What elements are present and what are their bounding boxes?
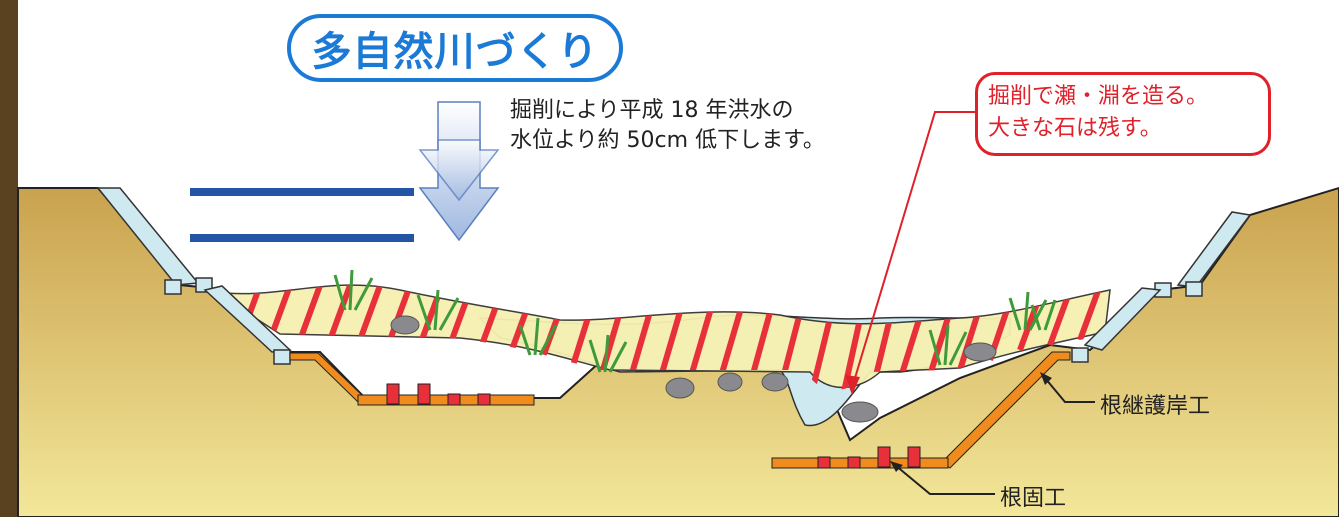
flood-level-line-upper: [190, 188, 414, 196]
right-revetment: [1071, 211, 1252, 363]
toe-protection-arrowhead: [890, 461, 903, 472]
grass-tufts: [333, 269, 1057, 373]
left-toe-structure: [289, 352, 535, 406]
label-neji-revetment: 根継護岸工: [1100, 394, 1211, 419]
excavation-note-line2: 水位より約 50cm 低下します。: [510, 128, 825, 153]
label-toe-protection: 根固工: [1000, 486, 1067, 511]
excavation-layer: [214, 284, 1111, 389]
neji-revetment-arrowhead: [1040, 372, 1052, 385]
flood-level-line-lower: [190, 234, 414, 242]
callout-arrowhead: [845, 375, 860, 395]
excavation-note: 掘削により平成 18 年洪水の 水位より約 50cm 低下します。: [510, 96, 930, 156]
excavation-note-line1: 掘削により平成 18 年洪水の: [510, 98, 794, 123]
excavation-callout: 掘削で瀬・淵を造る。 大きな石は残す。: [975, 72, 1271, 156]
callout-line1: 掘削で瀬・淵を造る。: [988, 84, 1209, 109]
neji-revetment-leader: [1044, 377, 1095, 403]
right-toe-structure: [771, 351, 1071, 469]
callout-line2: 大きな石は残す。: [988, 116, 1162, 141]
page-title: 多自然川づくり: [311, 29, 599, 75]
left-revetment: [96, 187, 292, 365]
rocks: [390, 315, 997, 423]
toe-protection-leader: [894, 464, 995, 495]
left-border-strip: [0, 0, 18, 517]
title-badge: 多自然川づくり: [287, 14, 623, 82]
callout-leader-line: [851, 111, 975, 389]
